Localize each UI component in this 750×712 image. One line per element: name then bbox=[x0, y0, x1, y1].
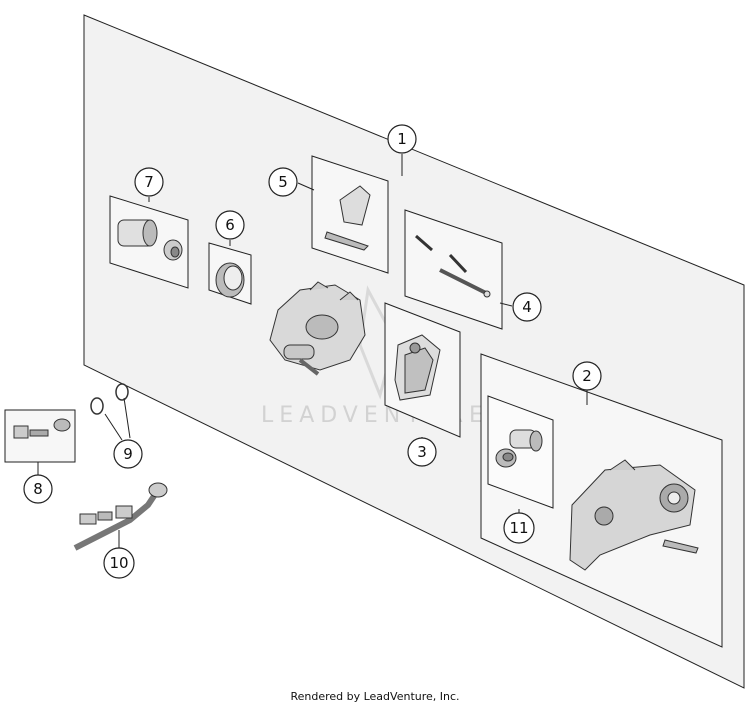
callout-5: 5 bbox=[268, 167, 298, 197]
callout-1: 1 bbox=[387, 124, 417, 154]
part-brake-hose-illustration bbox=[73, 482, 168, 551]
part-orings-illustration bbox=[90, 383, 129, 415]
callout-9-label: 9 bbox=[123, 445, 133, 463]
callout-10-label: 10 bbox=[109, 554, 128, 572]
callout-11-label: 11 bbox=[509, 519, 528, 537]
leader-lines bbox=[37, 154, 588, 548]
callout-7-label: 7 bbox=[144, 173, 154, 191]
callout-2: 2 bbox=[572, 361, 602, 391]
callout-9: 9 bbox=[113, 439, 143, 469]
callout-4: 4 bbox=[512, 292, 542, 322]
subpanel-11 bbox=[487, 395, 554, 509]
part-bushing-illustration bbox=[495, 429, 543, 468]
callout-5-label: 5 bbox=[278, 173, 288, 191]
part-pin-bolts-illustration bbox=[415, 234, 491, 298]
callout-6: 6 bbox=[215, 210, 245, 240]
callout-3: 3 bbox=[407, 437, 437, 467]
callout-7: 7 bbox=[134, 167, 164, 197]
callout-10: 10 bbox=[103, 547, 135, 579]
part-piston-sleeve-illustration bbox=[117, 219, 183, 261]
part-seal-ring-illustration bbox=[215, 262, 245, 298]
part-brake-pads-illustration bbox=[394, 334, 441, 401]
callout-4-label: 4 bbox=[522, 298, 532, 316]
subpanel-4 bbox=[404, 209, 503, 330]
caliper-carrier-illustration bbox=[569, 459, 699, 571]
part-banjo-fitting-illustration bbox=[13, 418, 71, 439]
footer-credit: Rendered by LeadVenture, Inc. bbox=[290, 690, 460, 703]
callout-1-label: 1 bbox=[397, 130, 407, 148]
callout-6-label: 6 bbox=[225, 216, 235, 234]
callout-8: 8 bbox=[23, 474, 53, 504]
caliper-body-illustration bbox=[269, 281, 366, 376]
callout-11: 11 bbox=[503, 512, 535, 544]
part-spring-clip-illustration bbox=[324, 185, 371, 251]
callout-3-label: 3 bbox=[417, 443, 427, 461]
callout-8-label: 8 bbox=[33, 480, 43, 498]
callout-2-label: 2 bbox=[582, 367, 592, 385]
